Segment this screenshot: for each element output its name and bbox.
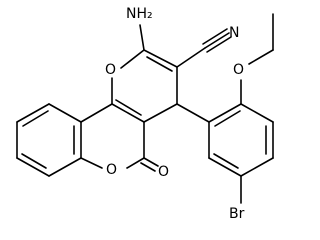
atom-label-carbonyl-o: O bbox=[158, 164, 169, 180]
structure-canvas: NH₂ N O O O O Br bbox=[16, 6, 274, 222]
bond-lines bbox=[16, 13, 274, 204]
atom-label-nitrile-n: N bbox=[229, 25, 239, 41]
atom-label-pyran-o: O bbox=[105, 62, 116, 78]
atom-label-lactone-o: O bbox=[106, 162, 117, 178]
atom-label-ether-o: O bbox=[233, 62, 244, 78]
atom-label-br: Br bbox=[229, 206, 245, 222]
chemical-structure-diagram: NH₂ N O O O O Br bbox=[16, 6, 274, 222]
atom-labels: NH₂ N O O O O Br bbox=[105, 6, 245, 222]
atom-label-nh2: NH₂ bbox=[126, 6, 153, 22]
